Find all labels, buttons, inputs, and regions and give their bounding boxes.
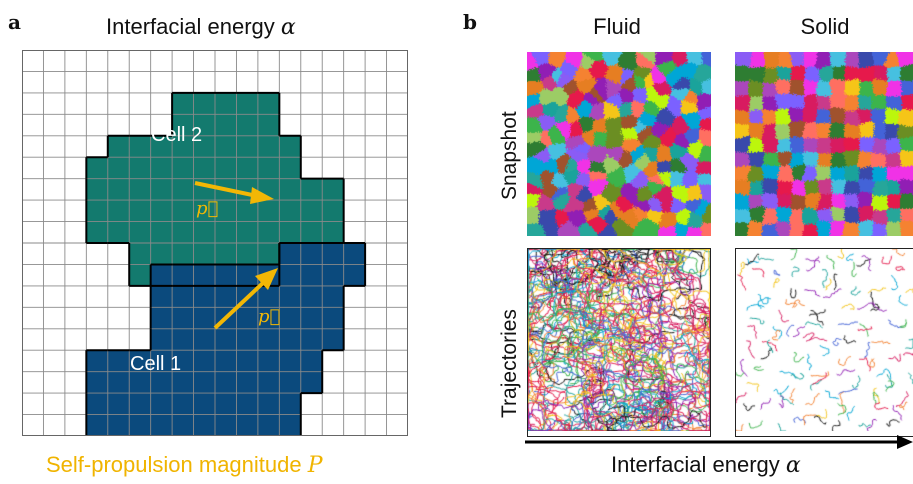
cell-2-label: Cell 2	[151, 124, 203, 146]
trajectories-solid-canvas	[736, 249, 913, 431]
arrow-cell2	[194, 181, 274, 204]
alpha-axis-text: Interfacial energy	[611, 452, 786, 477]
cell-1-label: Cell 1	[130, 353, 182, 375]
snapshot-fluid	[527, 52, 711, 241]
cell-outlines	[22, 50, 408, 436]
panel-a-title-symbol: α	[280, 15, 296, 40]
arrow-cell1	[213, 268, 278, 330]
row-trajectories-header: Trajectories	[498, 309, 521, 418]
panel-a-title: Interfacial energy α	[106, 14, 296, 40]
snapshot-solid-canvas	[735, 52, 913, 236]
panel-a-title-text: Interfacial energy	[106, 14, 281, 39]
p-vector-label-cell2: p⃗	[196, 198, 219, 219]
self-propulsion-text: Self-propulsion magnitude	[46, 452, 308, 477]
snapshot-fluid-canvas	[527, 52, 711, 236]
self-propulsion-symbol: P	[307, 453, 323, 478]
column-solid-header: Solid	[800, 14, 850, 39]
panel-b-letter: b	[463, 10, 477, 34]
column-fluid-header: Fluid	[593, 14, 641, 39]
alpha-axis-arrow	[525, 434, 913, 450]
p-vector-label-cell1: p⃗	[258, 306, 281, 327]
alpha-axis-symbol: α	[785, 453, 801, 478]
trajectories-solid	[735, 248, 913, 437]
self-propulsion-label: Self-propulsion magnitude P	[46, 452, 323, 478]
snapshot-solid	[735, 52, 913, 241]
row-snapshot-header: Snapshot	[498, 111, 521, 200]
lattice-svg	[22, 50, 408, 436]
panel-a-letter: a	[8, 10, 21, 34]
cells-group	[86, 92, 366, 436]
trajectories-fluid	[527, 248, 711, 437]
potts-lattice-diagram	[22, 50, 408, 436]
alpha-axis-label: Interfacial energy α	[611, 452, 801, 478]
trajectories-fluid-canvas	[528, 249, 710, 431]
